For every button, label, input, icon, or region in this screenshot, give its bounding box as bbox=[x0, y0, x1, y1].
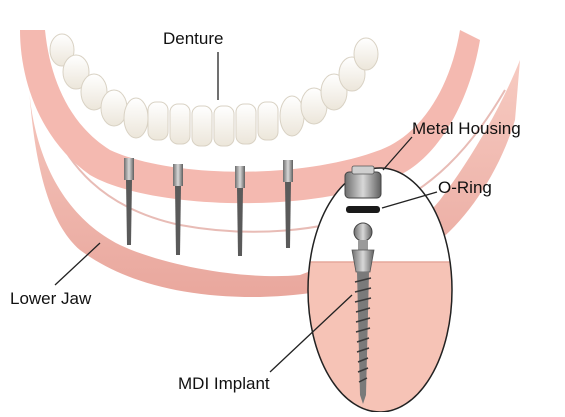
implant-4 bbox=[283, 160, 293, 248]
label-mdi-implant: MDI Implant bbox=[178, 375, 270, 392]
implant-1 bbox=[124, 158, 134, 245]
label-o-ring: O-Ring bbox=[438, 179, 492, 196]
label-lower-jaw: Lower Jaw bbox=[10, 290, 91, 307]
o-ring bbox=[346, 206, 380, 213]
implant-3 bbox=[235, 166, 245, 256]
label-denture: Denture bbox=[163, 30, 223, 47]
teeth bbox=[50, 34, 378, 146]
denture bbox=[20, 30, 480, 203]
implant-2 bbox=[173, 164, 183, 255]
label-metal-housing: Metal Housing bbox=[412, 120, 521, 137]
implant-callout bbox=[300, 166, 460, 412]
leader-lower-jaw bbox=[55, 243, 100, 285]
